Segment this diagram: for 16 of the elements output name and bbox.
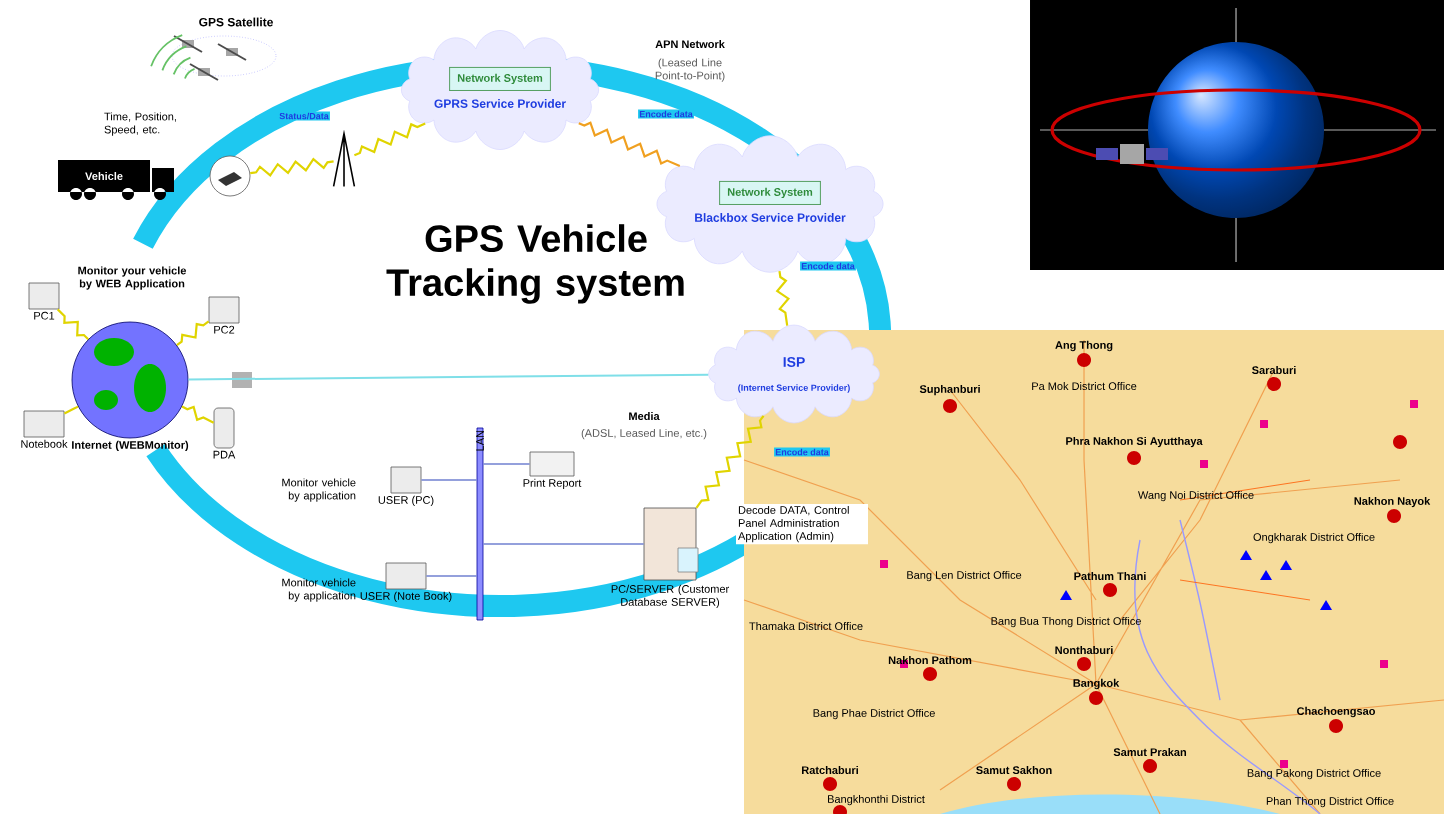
antenna-tower — [332, 129, 356, 188]
lightning-link — [353, 122, 426, 157]
lightning-link — [56, 308, 89, 340]
lan-cable — [482, 463, 531, 465]
lan-cable — [482, 543, 645, 545]
lightning-link — [695, 415, 765, 509]
lightning-link — [775, 270, 791, 326]
lan-cable — [425, 575, 478, 577]
lightning-link — [578, 121, 681, 167]
lightning-link — [63, 405, 79, 415]
blackbox-icon — [209, 155, 251, 197]
lightning-link — [176, 320, 210, 346]
lan-cable — [420, 479, 478, 481]
lightning-link — [250, 157, 334, 178]
lightning-link — [181, 405, 215, 424]
lightning-link — [187, 373, 710, 381]
